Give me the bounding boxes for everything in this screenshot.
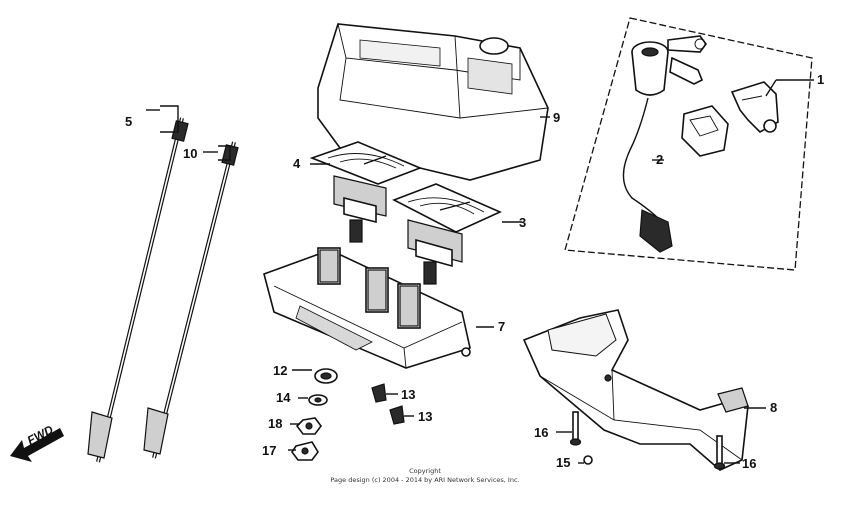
tachometer-drive-stem [423,261,437,285]
callout-14: 14 [276,390,291,405]
callout-1: 1 [817,72,824,87]
callout-2: 2 [656,152,663,167]
callout-15: 15 [556,455,570,470]
speedometer-cable [87,117,189,463]
indicator-lens [479,37,509,55]
speedometer-unit [309,141,423,243]
forward-direction-indicator: FWD [10,422,64,462]
ignition-switch-body [631,51,669,96]
tachometer-unit [392,183,502,285]
copyright-line-1: Copyright [409,467,441,475]
callout-7: 7 [498,319,505,334]
ignition-switch-group [564,17,813,271]
leader-lines [146,79,814,464]
callout-16b: 16 [742,456,756,471]
callout-16a: 16 [534,425,548,440]
callout-17: 17 [262,443,276,458]
bolt-16b [716,435,723,465]
wire-connector [639,209,673,253]
bolts [569,411,726,470]
speedometer-drive-stem [349,219,363,243]
copyright-footer: Copyright Page design (c) 2004 - 2014 by… [330,467,519,484]
callout-8: 8 [770,400,777,415]
callout-9: 9 [553,110,560,125]
hardware-parts [291,368,405,461]
group-outline [564,17,813,271]
callout-3: 3 [519,215,526,230]
callout-labels: 1 2 3 4 5 7 8 9 10 12 13 13 14 15 16 16 … [125,72,824,471]
copyright-line-2: Page design (c) 2004 - 2014 by ARI Netwo… [330,476,519,484]
meter-bracket-cover [522,309,749,471]
screw-13b [389,405,405,425]
meter-case [263,247,471,369]
callout-13b: 13 [418,409,432,424]
callout-13a: 13 [401,387,415,402]
washer-15 [583,455,593,465]
forward-arrow-icon [10,428,64,462]
meter-case-cover [317,23,549,181]
callout-10: 10 [183,146,197,161]
ignition-key [667,35,707,53]
callout-5: 5 [125,114,132,129]
screw-13a [371,383,387,403]
bolt-16a [572,411,579,441]
ignition-wire [622,97,661,221]
callout-18: 18 [268,416,282,431]
switch-cover [681,105,729,157]
ignition-key-spare [669,56,704,85]
callout-12: 12 [273,363,287,378]
tachometer-cable [143,141,239,459]
callout-4: 4 [293,156,301,171]
